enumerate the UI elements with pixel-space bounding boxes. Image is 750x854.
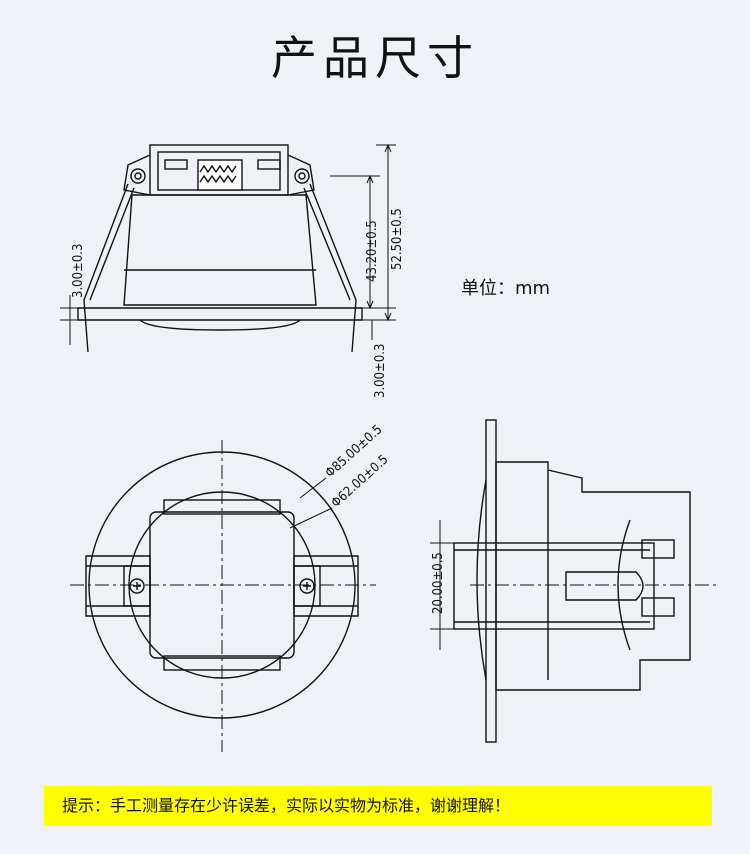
disclaimer-note: 提示：手工测量存在少许误差，实际以实物为标准，谢谢理解！ — [44, 786, 712, 826]
front-view — [70, 440, 376, 752]
page-title: 产品尺寸 — [271, 31, 479, 85]
dim-flange-right: 3.00±0.3 — [373, 344, 388, 398]
dim-lens-height: 20.00±0.5 — [431, 552, 446, 614]
unit-label: 单位：mm — [461, 278, 551, 299]
side-view-2 — [430, 419, 716, 743]
side-view — [60, 143, 396, 353]
dim-flange-left: 3.00±0.3 — [71, 244, 86, 298]
dim-height-body: 43.20±0.5 — [365, 220, 380, 282]
dim-height-total: 52.50±0.5 — [390, 208, 405, 270]
